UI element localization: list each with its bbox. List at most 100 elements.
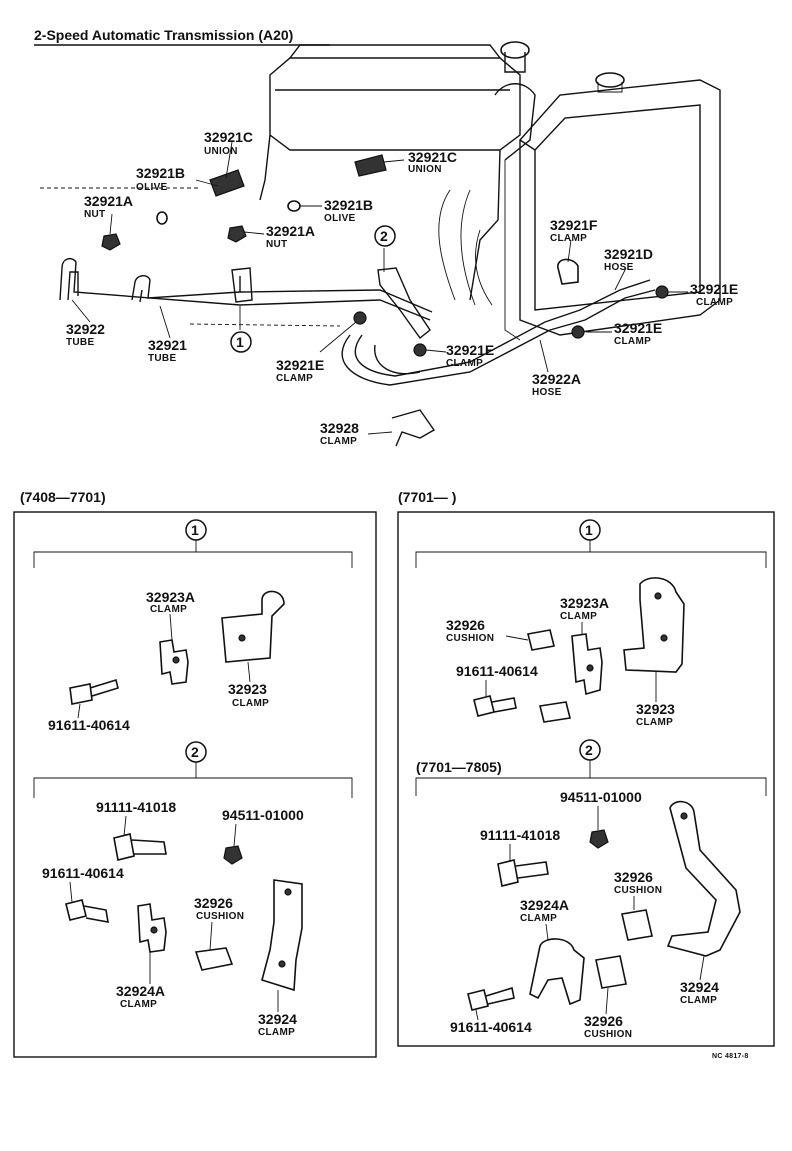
svg-text:1: 1 <box>236 334 244 350</box>
callout-32928: 32928 CLAMP <box>320 420 359 447</box>
svg-text:CUSHION: CUSHION <box>614 885 662 896</box>
svg-text:CLAMP: CLAMP <box>150 604 187 615</box>
svg-text:CLAMP: CLAMP <box>614 336 651 347</box>
svg-text:CUSHION: CUSHION <box>584 1029 632 1040</box>
cushion-32926-r3-part <box>621 909 653 941</box>
engine-block-illustration <box>259 41 536 306</box>
olive-left <box>156 211 168 225</box>
svg-text:2: 2 <box>380 228 388 244</box>
svg-text:HOSE: HOSE <box>532 387 562 398</box>
svg-text:32921E: 32921E <box>690 281 738 297</box>
callout-32921b-right: 32921B OLIVE <box>324 197 373 224</box>
svg-text:32921A: 32921A <box>266 223 315 239</box>
svg-text:NUT: NUT <box>266 239 287 250</box>
svg-text:94511-01000: 94511-01000 <box>560 789 642 805</box>
clamp-32923a-r-part <box>571 633 603 696</box>
clamp-e-4 <box>353 311 367 325</box>
svg-text:CLAMP: CLAMP <box>258 1027 295 1038</box>
svg-text:(7701—7805): (7701—7805) <box>416 759 502 775</box>
clamp-32923-part <box>221 590 285 663</box>
svg-text:CLAMP: CLAMP <box>636 717 673 728</box>
callout-32921: 32921 TUBE <box>148 337 187 364</box>
left-panel-frame <box>13 511 377 1058</box>
left-panel-range: (7408—7701) <box>20 489 106 505</box>
diagram-title: 2-Speed Automatic Transmission (A20) <box>34 27 293 43</box>
callout-32921c-right: 32921C UNION <box>408 149 457 175</box>
callout-32922: 32922 TUBE <box>66 321 105 348</box>
svg-text:OLIVE: OLIVE <box>136 182 168 193</box>
svg-text:32922A: 32922A <box>532 371 581 387</box>
clamp-32924a-r-part <box>529 938 585 1006</box>
svg-text:HOSE: HOSE <box>604 262 634 273</box>
svg-text:32924A: 32924A <box>520 897 569 913</box>
right-group2: 2 (7701—7805) 94511-01000 91111-41018 32… <box>415 739 767 1040</box>
svg-text:32921C: 32921C <box>408 149 457 165</box>
svg-text:1: 1 <box>191 522 199 538</box>
svg-text:2: 2 <box>191 744 199 760</box>
right-panel-range: (7701— ) <box>398 489 456 505</box>
svg-text:32923: 32923 <box>228 681 267 697</box>
marker-1-main: 1 <box>230 331 252 353</box>
svg-text:91111-41018: 91111-41018 <box>96 799 176 815</box>
washer-94511-part <box>223 845 243 865</box>
svg-text:CLAMP: CLAMP <box>520 913 557 924</box>
olive-right <box>287 200 301 212</box>
leader-lines-main <box>40 141 688 435</box>
bracket-1 <box>231 267 253 303</box>
svg-text:TUBE: TUBE <box>148 353 176 364</box>
callout-32921a-left: 32921A NUT <box>84 193 133 220</box>
right-panel-frame <box>397 511 775 1047</box>
svg-text:94511-01000: 94511-01000 <box>222 807 304 823</box>
callout-32921c-left: 32921C UNION <box>204 129 253 157</box>
washer-94511-r-part <box>589 829 609 849</box>
svg-text:CLAMP: CLAMP <box>560 611 597 622</box>
nut-right <box>227 225 247 243</box>
svg-text:32924: 32924 <box>258 1011 297 1027</box>
svg-text:1: 1 <box>585 522 593 538</box>
clamp-e-2 <box>571 325 585 339</box>
svg-text:32921B: 32921B <box>136 165 185 181</box>
left-group1: 1 32923A CLAMP 32923 CLAMP 91611-40614 <box>33 519 353 733</box>
nut-left <box>101 233 121 251</box>
svg-text:32921B: 32921B <box>324 197 373 213</box>
svg-text:32923A: 32923A <box>146 589 195 605</box>
svg-text:91611-40614: 91611-40614 <box>42 865 124 881</box>
callout-32921f: 32921F CLAMP <box>550 217 598 244</box>
bolt-91111-r-part <box>497 859 549 887</box>
svg-text:32921: 32921 <box>148 337 187 353</box>
cushion-32926-part <box>194 947 234 971</box>
svg-text:TUBE: TUBE <box>66 337 94 348</box>
svg-text:CLAMP: CLAMP <box>446 358 483 369</box>
svg-text:32921E: 32921E <box>446 342 494 358</box>
callout-32921e-1: 32921E CLAMP <box>690 281 738 308</box>
svg-text:32921E: 32921E <box>276 357 324 373</box>
radiator-illustration <box>504 72 721 341</box>
callout-32921b-left: 32921B OLIVE <box>136 165 185 193</box>
footer-code: NC 4817-8 <box>712 1053 749 1060</box>
svg-text:32923A: 32923A <box>560 595 609 611</box>
svg-text:32926: 32926 <box>446 617 485 633</box>
svg-text:UNION: UNION <box>204 146 238 157</box>
bolt-91611-r-part <box>473 695 517 717</box>
clamp-e-1 <box>655 285 669 299</box>
svg-text:32922: 32922 <box>66 321 105 337</box>
svg-text:CLAMP: CLAMP <box>550 233 587 244</box>
svg-text:CLAMP: CLAMP <box>680 995 717 1006</box>
svg-text:32921C: 32921C <box>204 129 253 145</box>
bracket-2 <box>377 267 431 340</box>
clamp-32923-r-part <box>623 577 685 673</box>
callout-32921e-2: 32921E CLAMP <box>614 320 662 347</box>
svg-text:CLAMP: CLAMP <box>120 999 157 1010</box>
clamp-32928 <box>391 409 436 447</box>
bolt-91111-part <box>113 833 167 861</box>
svg-text:91111-41018: 91111-41018 <box>480 827 560 843</box>
cushion-32926-r-part <box>527 629 555 651</box>
svg-text:32928: 32928 <box>320 420 359 436</box>
svg-text:91611-40614: 91611-40614 <box>456 663 538 679</box>
svg-text:CLAMP: CLAMP <box>276 373 313 384</box>
bolt-91611-part <box>69 678 119 705</box>
svg-text:32926: 32926 <box>194 895 233 911</box>
svg-text:32926: 32926 <box>584 1013 623 1029</box>
